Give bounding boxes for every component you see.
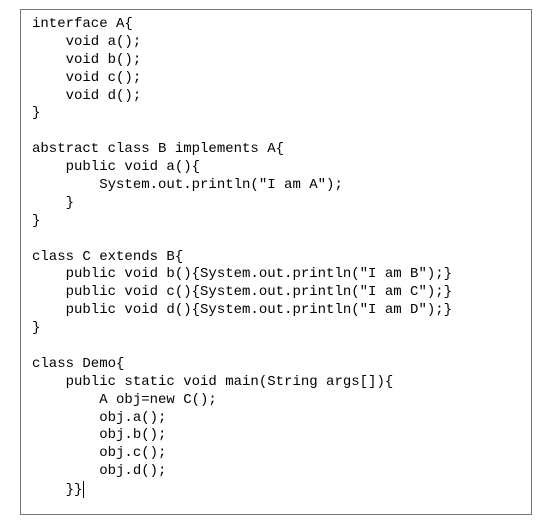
code-line: } [32,212,41,229]
code-line: void a(); [32,33,142,50]
code-line: void c(); [32,69,142,86]
code-line: class Demo{ [32,355,125,372]
code-line: obj.a(); [32,409,167,426]
code-line: public void c(){System.out.println("I am… [32,284,453,301]
code-lines: interface A{ void a(); void b(); void c(… [32,16,452,499]
code-listing: interface A{ void a(); void b(); void c(… [20,9,532,515]
code-line: obj.d(); [32,463,167,480]
code-line: public static void main(String args[]){ [32,373,394,390]
text-caret [83,481,85,499]
code-line: abstract class B implements A{ [32,141,285,158]
code-line: public void d(){System.out.println("I am… [32,302,453,319]
code-line: obj.c(); [32,445,167,462]
code-line: public void b(){System.out.println("I am… [32,266,453,283]
code-line: class C extends B{ [32,248,184,265]
code-line [32,231,452,249]
code-line [32,123,452,141]
code-line: } [32,320,41,337]
code-line [32,338,452,356]
code-line: void d(); [32,87,142,104]
code-line: interface A{ [32,16,133,32]
code-line: obj.b(); [32,427,167,444]
code-line-text: }} [32,482,83,499]
code-line: A obj=new C(); [32,391,217,408]
code-line: } [32,194,75,211]
code-line-last: }} [32,481,452,499]
code-line: void b(); [32,51,142,68]
code-line: System.out.println("I am A"); [32,177,343,194]
code-line: } [32,105,41,122]
code-line: public void a(){ [32,159,201,176]
